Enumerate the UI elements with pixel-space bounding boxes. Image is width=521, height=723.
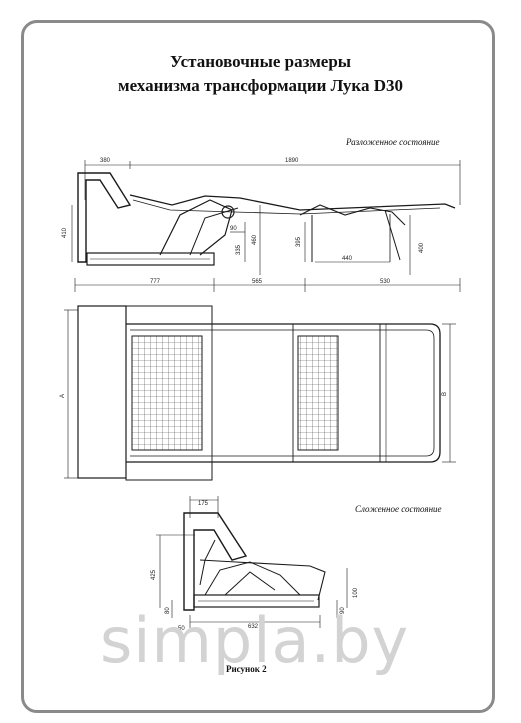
dim-height-right: 400 — [419, 242, 425, 253]
dim-small-gap: 90 — [230, 226, 237, 232]
folded-dim-small-left2: 50 — [178, 626, 185, 632]
watermark-text: simpla.by — [100, 604, 409, 677]
dim-bottom-3: 530 — [380, 279, 391, 285]
title-line-2: механизма трансформации Лука D30 — [118, 76, 403, 95]
dim-top-span: 1890 — [285, 158, 299, 164]
unfolded-state-label: Разложенное состояние — [346, 137, 440, 147]
dim-inner-width: 440 — [342, 256, 353, 262]
unfolded-side-view — [71, 160, 461, 292]
plan-dim-a: A — [60, 394, 66, 398]
dim-bottom-2: 565 — [252, 279, 263, 285]
folded-dim-small-right: 90 — [340, 607, 346, 614]
figure-caption: Рисунок 2 — [226, 664, 267, 674]
dim-height-mid3: 395 — [296, 236, 302, 247]
title-line-1: Установочные размеры — [169, 52, 352, 71]
dim-bottom-1: 777 — [150, 279, 161, 285]
folded-dim-top: 175 — [198, 501, 209, 507]
folded-state-label: Сложенное состояние — [355, 504, 442, 514]
folded-dim-bottom: 632 — [248, 624, 259, 630]
plan-view — [64, 305, 456, 481]
dim-height-mid2: 460 — [252, 234, 258, 245]
folded-side-view — [156, 496, 348, 628]
page-frame — [21, 20, 495, 713]
folded-dim-height-right: 100 — [353, 587, 359, 598]
dim-height-left: 410 — [62, 227, 68, 238]
folded-dim-small-left1: 80 — [165, 607, 171, 614]
folded-dim-height-main: 425 — [151, 569, 157, 580]
plan-dim-b: B — [442, 392, 448, 396]
unfolded-dimensions: 380 1890 410 335 460 395 400 440 90 777 … — [62, 158, 425, 285]
dim-height-mid1: 335 — [236, 244, 242, 255]
dim-top-left: 380 — [100, 158, 111, 164]
